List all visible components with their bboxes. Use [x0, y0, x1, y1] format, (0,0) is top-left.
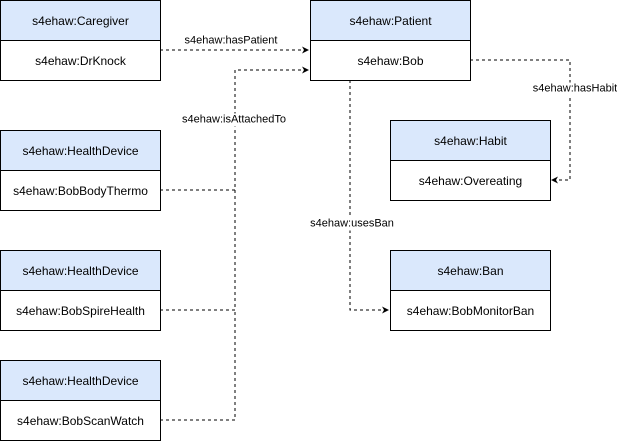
node-health-device-scanwatch-name: s4ehaw:BobScanWatch	[17, 413, 144, 428]
edge-label-has-habit: s4ehaw:hasHabit	[531, 82, 617, 96]
edge-is-attached-to-scanwatch	[160, 310, 236, 421]
node-patient-name: s4ehaw:Bob	[357, 53, 424, 68]
node-health-device-thermo-name: s4ehaw:BobBodyThermo	[13, 183, 148, 198]
node-habit-name: s4ehaw:Overeating	[418, 173, 523, 188]
edge-is-attached-to-spire	[160, 190, 236, 311]
node-patient-type: s4ehaw:Patient	[311, 1, 470, 41]
node-health-device-thermo[interactable]: s4ehaw:HealthDevice s4ehaw:BobBodyThermo	[0, 130, 161, 211]
node-ban-type: s4ehaw:Ban	[391, 251, 550, 291]
node-health-device-scanwatch-type: s4ehaw:HealthDevice	[1, 361, 160, 401]
edge-label-has-patient: s4ehaw:hasPatient	[183, 34, 279, 48]
node-health-device-spire[interactable]: s4ehaw:HealthDevice s4ehaw:BobSpireHealt…	[0, 250, 161, 331]
node-ban[interactable]: s4ehaw:Ban s4ehaw:BobMonitorBan	[390, 250, 551, 331]
edge-has-habit	[470, 59, 571, 184]
node-health-device-thermo-type: s4ehaw:HealthDevice	[1, 131, 160, 171]
node-habit[interactable]: s4ehaw:Habit s4ehaw:Overeating	[390, 120, 551, 201]
edge-label-uses-ban: s4ehaw:usesBan	[309, 217, 395, 231]
node-ban-name: s4ehaw:BobMonitorBan	[406, 303, 535, 318]
node-health-device-spire-name: s4ehaw:BobSpireHealth	[16, 303, 145, 318]
node-caregiver-type: s4ehaw:Caregiver	[1, 1, 160, 41]
node-habit-type: s4ehaw:Habit	[391, 121, 550, 161]
node-health-device-spire-type: s4ehaw:HealthDevice	[1, 251, 160, 291]
edge-is-attached-to-thermo	[160, 66, 309, 191]
edge-label-is-attached-to: s4ehaw:isAttachedTo	[181, 113, 287, 127]
node-patient[interactable]: s4ehaw:Patient s4ehaw:Bob	[310, 0, 471, 81]
node-caregiver-name: s4ehaw:DrKnock	[35, 53, 126, 68]
node-caregiver[interactable]: s4ehaw:Caregiver s4ehaw:DrKnock	[0, 0, 161, 81]
node-health-device-scanwatch[interactable]: s4ehaw:HealthDevice s4ehaw:BobScanWatch	[0, 360, 161, 441]
edge-uses-ban	[349, 80, 389, 314]
